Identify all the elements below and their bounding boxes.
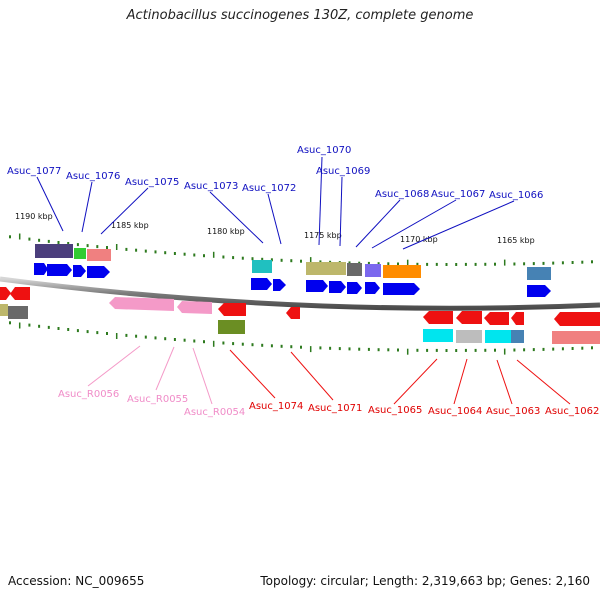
- gene-label-asuc-1064[interactable]: Asuc_1064: [428, 406, 482, 417]
- gene-label-asuc-1063[interactable]: Asuc_1063: [486, 406, 540, 417]
- upper-leader-lines: [36, 156, 515, 250]
- gene-label-asuc-1065[interactable]: Asuc_1065: [368, 405, 422, 416]
- kbp-marker-1190: 1190 kbp: [15, 212, 53, 221]
- gene-label-asuc-r0054[interactable]: Asuc_R0054: [184, 407, 245, 418]
- gene-label-asuc-1075[interactable]: Asuc_1075: [125, 177, 179, 188]
- genome-summary-text: Topology: circular; Length: 2,319,663 bp…: [260, 574, 590, 588]
- gene-label-asuc-1076[interactable]: Asuc_1076: [66, 171, 120, 182]
- lower-leader-lines: [87, 345, 571, 405]
- kbp-marker-1180: 1180 kbp: [207, 227, 245, 236]
- lower-tick-row: [9, 321, 593, 355]
- gene-label-asuc-1072[interactable]: Asuc_1072: [242, 183, 296, 194]
- gene-label-asuc-1074[interactable]: Asuc_1074: [249, 401, 303, 412]
- genome-backbone: [0, 276, 600, 311]
- upper-tick-row: [9, 233, 593, 266]
- gene-label-asuc-1068[interactable]: Asuc_1068: [375, 189, 429, 200]
- kbp-marker-1170: 1170 kbp: [400, 235, 438, 244]
- gene-label-asuc-1066[interactable]: Asuc_1066: [489, 190, 543, 201]
- reverse-gene-arrows: [0, 287, 600, 344]
- gene-label-asuc-r0056[interactable]: Asuc_R0056: [58, 389, 119, 400]
- lower-gene-labels: Asuc_R0056 Asuc_R0055 Asuc_R0054 Asuc_10…: [58, 389, 599, 418]
- gene-label-asuc-1073[interactable]: Asuc_1073: [184, 181, 238, 192]
- kbp-marker-1175: 1175 kbp: [304, 231, 342, 240]
- upper-gene-labels: Asuc_1077 Asuc_1076 Asuc_1075 Asuc_1073 …: [7, 145, 543, 201]
- gene-label-asuc-1067[interactable]: Asuc_1067: [431, 189, 485, 200]
- kbp-marker-1165: 1165 kbp: [497, 236, 535, 245]
- gene-label-asuc-1069[interactable]: Asuc_1069: [316, 166, 370, 177]
- gene-label-asuc-1070[interactable]: Asuc_1070: [297, 145, 351, 156]
- gene-label-asuc-1077[interactable]: Asuc_1077: [7, 166, 61, 177]
- forward-gene-blocks: [35, 244, 551, 280]
- gene-label-asuc-r0055[interactable]: Asuc_R0055: [127, 394, 188, 405]
- map-title: Actinobacillus succinogenes 130Z, comple…: [126, 8, 474, 23]
- kbp-marker-1185: 1185 kbp: [111, 221, 149, 230]
- gene-label-asuc-1071[interactable]: Asuc_1071: [308, 403, 362, 414]
- gene-label-asuc-1062[interactable]: Asuc_1062: [545, 406, 599, 417]
- accession-text: Accession: NC_009655: [8, 574, 145, 588]
- forward-gene-arrows: [34, 263, 551, 297]
